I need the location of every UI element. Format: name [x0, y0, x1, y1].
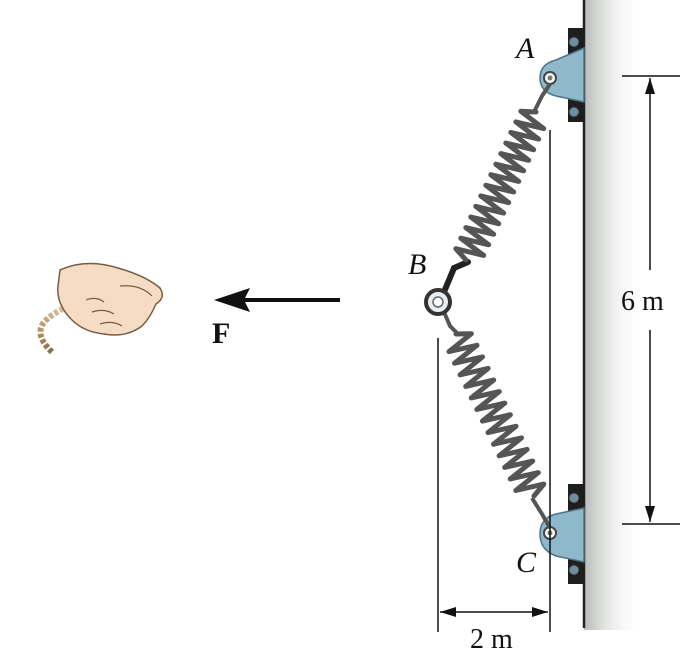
ring-icon: [424, 288, 452, 316]
dimension-2m: [437, 130, 551, 632]
spring-ab-icon: [441, 82, 552, 295]
force-arrow-icon: [214, 288, 340, 312]
hand-icon: [57, 262, 163, 336]
dimension-6m: [622, 75, 680, 525]
point-b-label: B: [408, 248, 426, 281]
point-a-label: A: [514, 32, 535, 65]
force-label: F: [212, 317, 230, 350]
bracket-c-icon: [539, 484, 585, 584]
bracket-a-icon: [539, 28, 585, 122]
point-c-label: C: [516, 546, 537, 579]
spring-bc-icon: [442, 311, 552, 529]
height-dimension-label: 6 m: [621, 286, 664, 317]
width-dimension-label: 2 m: [470, 624, 513, 655]
